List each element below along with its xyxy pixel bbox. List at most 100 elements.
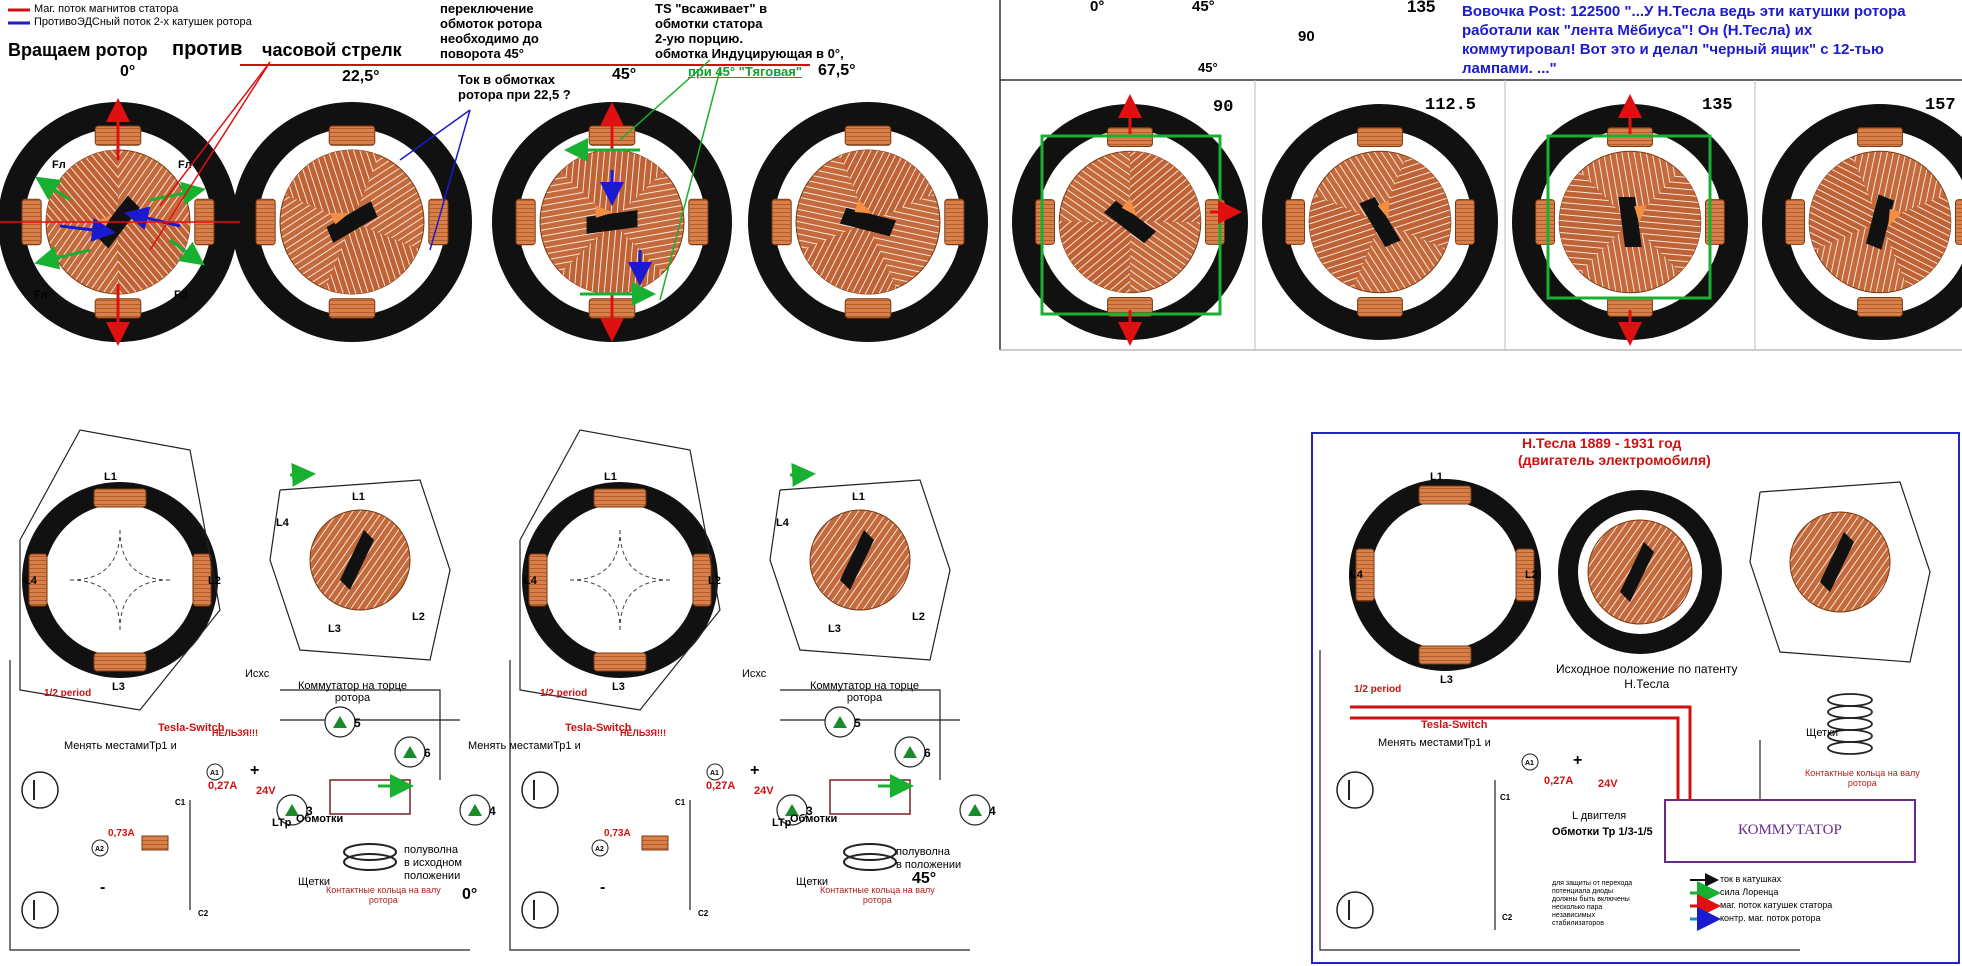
legend-stator-flux: Маг. поток магнитов статора: [34, 3, 179, 15]
note-ts-traction: при 45° "Тяговая": [688, 64, 803, 79]
tesla-ammeter: A1: [1525, 760, 1534, 767]
stator-coil: [1357, 127, 1403, 147]
iskh-label-2: Исхс: [742, 668, 767, 680]
circuit-coil: [692, 553, 712, 607]
flux-arrow: [59, 217, 116, 242]
tesla-c1: C1: [1500, 793, 1511, 802]
tesla-switch-label-3: Tesla-Switch: [1421, 719, 1488, 731]
fl-label: Fл: [34, 289, 48, 301]
stator-coil: [1857, 127, 1903, 147]
circuit-coil: [28, 553, 48, 607]
commutator-note-1: Коммутатор на торце ротора: [298, 680, 407, 704]
engine-l-label: L двигтеля: [1572, 810, 1627, 822]
ammeter: [706, 763, 724, 781]
tesla-switch-label-1: Tesla-Switch: [158, 722, 225, 734]
flux-arrow: [149, 181, 206, 206]
flux-frame: [1546, 134, 1712, 300]
cap-c1: C1: [675, 798, 686, 807]
windings-label-1: Обмотки: [296, 813, 344, 825]
stator-coil: [944, 198, 965, 246]
patent-note: Исходное положение по патенту Н.Тесла: [1556, 662, 1738, 691]
windings-label-2: Обмотки: [790, 813, 838, 825]
stator-coil: [688, 198, 709, 246]
rotor: [279, 149, 425, 295]
ltp-label: LTp: [272, 817, 292, 829]
windings-tr-label: Обмотки Тр 1/3-1/5: [1552, 826, 1653, 838]
quote-vovochka: Вовочка Post: 122500 "...У Н.Тесла ведь …: [1462, 3, 1906, 77]
angle-135: 135: [1702, 96, 1733, 115]
ammeter: [1521, 753, 1539, 771]
cap-c2: C2: [198, 909, 209, 918]
coil-label-l2: L2: [208, 575, 221, 587]
ammeter-a2: A2: [95, 846, 104, 853]
stator-coil: [844, 125, 892, 146]
tesla-l2: L2: [1525, 569, 1538, 581]
diode-number: 6: [424, 746, 431, 760]
legend-current: ток в катушках: [1720, 874, 1782, 884]
mini-angle-0: 0°: [1090, 0, 1105, 15]
fl-label: Fл: [52, 159, 66, 171]
note-current: Ток в обмотках ротора при 22,5 ?: [458, 72, 571, 102]
ammeter-a1: A1: [710, 770, 719, 777]
tesla-c2: C2: [1502, 913, 1513, 922]
stator-coil: [1205, 199, 1225, 245]
ammeter-a1: A1: [210, 770, 219, 777]
deg-label-45: 45°: [912, 870, 937, 887]
circuit-coil: [593, 488, 647, 508]
transistor: [521, 771, 559, 809]
motor-top-2: [492, 102, 732, 342]
stator-coil: [1535, 199, 1555, 245]
mini-angle-135: 135: [1407, 0, 1436, 16]
coil-label-l3: L3: [112, 681, 125, 693]
rotor: [1058, 150, 1202, 294]
minus-sign: -: [100, 879, 105, 896]
ammeter-a2: A2: [595, 846, 604, 853]
motor-right-3: [1762, 104, 1962, 340]
flux-arrow: [289, 462, 316, 487]
motor-top-1: [232, 102, 472, 342]
transistor: [21, 891, 59, 929]
rotor-label-l3: L3: [328, 623, 341, 635]
current-label-3: 0,27А: [1544, 775, 1574, 787]
stator-coil: [1857, 297, 1903, 317]
flux-arrow: [35, 176, 71, 202]
mini-angle-45b: 45°: [1198, 60, 1218, 75]
brushes-label-1: Щетки: [298, 876, 331, 888]
stator-coil: [1285, 199, 1305, 245]
ammeter: [591, 839, 609, 857]
tesla-plus: +: [1573, 752, 1582, 769]
angle-157: 157: [1925, 96, 1956, 115]
stator-coil: [1455, 199, 1475, 245]
angle-label-0: 0°: [120, 63, 136, 80]
tesla-l3: L3: [1440, 674, 1453, 686]
stator-coil: [844, 298, 892, 319]
rotor-core: [326, 201, 378, 243]
circuit-coil: [93, 652, 147, 672]
halfwave-label-45: полуволна в положении: [896, 846, 962, 871]
minus-sign: -: [600, 879, 605, 896]
diode-number: 3: [306, 804, 313, 818]
coil-label-l4: L4: [24, 575, 38, 587]
forbidden-label-1: НЕЛЬЗЯ!!!: [212, 728, 258, 738]
rotor-core: [1865, 194, 1895, 250]
title-clockwise: часовой стрелк: [262, 40, 402, 60]
diode-number: 5: [354, 716, 361, 730]
tesla-l4: L4: [1350, 569, 1364, 581]
current2-label-1: 0,73А: [108, 828, 135, 839]
rotor-label-l1: L1: [852, 491, 865, 503]
diode-number: 4: [489, 804, 496, 818]
motor-right-2: [1512, 104, 1748, 340]
rotor: [1558, 150, 1702, 294]
diode-number: 3: [806, 804, 813, 818]
angle-label-22: 22,5°: [342, 68, 380, 85]
rotor-core: [839, 207, 897, 237]
voltage-label-1: 24V: [256, 785, 276, 797]
stator-coil: [1357, 297, 1403, 317]
diode-number: 5: [854, 716, 861, 730]
motor-right-0: [1012, 104, 1248, 340]
motor-right-1: [1262, 104, 1498, 340]
